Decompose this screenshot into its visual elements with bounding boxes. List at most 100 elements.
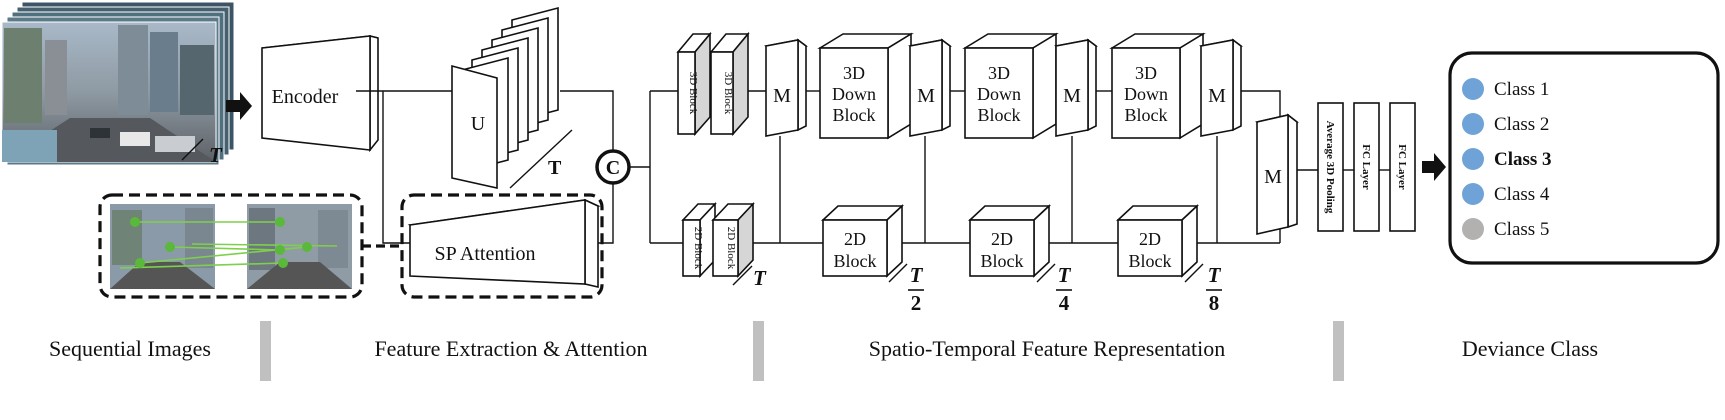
sp-attention-panel bbox=[400, 193, 604, 299]
block-2d-s4-line1: 2D bbox=[991, 229, 1013, 249]
down-1-line2: Down bbox=[832, 84, 876, 104]
block-2d-s8: 2D Block bbox=[1115, 204, 1200, 278]
svg-text:8: 8 bbox=[1209, 291, 1220, 315]
class-label-4: Class 4 bbox=[1494, 184, 1550, 205]
link-u-concat bbox=[560, 90, 614, 150]
class-label-1: Class 1 bbox=[1494, 79, 1549, 100]
section-divider-1 bbox=[260, 321, 271, 381]
link-sp-concat bbox=[598, 184, 614, 244]
m-block-final-label: M bbox=[1264, 166, 1282, 188]
arrow-right-icon-2 bbox=[1422, 153, 1446, 181]
class-panel bbox=[1448, 51, 1720, 265]
m-block-4-label: M bbox=[1208, 85, 1226, 107]
time-slash bbox=[181, 138, 204, 161]
down-3-line1: 3D bbox=[1135, 63, 1157, 83]
down-1-line1: 3D bbox=[843, 63, 865, 83]
block-3d-1: 3D Block bbox=[676, 31, 712, 137]
time-T-2d: T bbox=[753, 266, 767, 290]
fraction-T-8: T 8 bbox=[1206, 263, 1222, 315]
svg-text:T: T bbox=[1058, 263, 1072, 287]
m-block-3: M bbox=[1054, 38, 1098, 137]
m-block-3-label: M bbox=[1063, 85, 1081, 107]
m-block-1: M bbox=[764, 38, 808, 137]
svg-text:T: T bbox=[1208, 263, 1222, 287]
down-2-line2: Down bbox=[977, 84, 1021, 104]
down-1-line3: Block bbox=[833, 105, 876, 125]
slash-s4 bbox=[1036, 263, 1056, 283]
section-sequential-images: Sequential Images bbox=[49, 336, 211, 361]
section-divider-3 bbox=[1333, 321, 1344, 381]
sp-attention-block: SP Attention bbox=[407, 198, 601, 289]
down-3-line2: Down bbox=[1124, 84, 1168, 104]
u-feature-stack: U bbox=[451, 6, 559, 189]
class-dot-3 bbox=[1462, 148, 1484, 170]
time-T-images: T bbox=[209, 143, 223, 167]
link-m4-mfinal bbox=[1241, 90, 1281, 118]
down-3-line3: Block bbox=[1125, 105, 1168, 125]
fraction-T-2: T 2 bbox=[908, 263, 924, 315]
u-time-T: T bbox=[548, 157, 562, 179]
link-encoder-sp bbox=[382, 91, 410, 244]
fc2-label: FC Layer bbox=[1396, 144, 1408, 190]
fc-layer-2: FC Layer bbox=[1389, 102, 1416, 232]
block-3d-2: 3D Block bbox=[709, 31, 750, 137]
sp-attention-label: SP Attention bbox=[435, 243, 536, 265]
block-2d-1: 2D Block bbox=[681, 201, 717, 279]
m-block-2-label: M bbox=[917, 85, 935, 107]
svg-text:4: 4 bbox=[1059, 291, 1070, 315]
encoder-label: Encoder bbox=[272, 86, 339, 108]
m-block-4: M bbox=[1199, 38, 1243, 137]
block-3d-2-label: 3D Block bbox=[722, 72, 734, 115]
class-dot-5 bbox=[1462, 218, 1484, 240]
section-feature-extraction: Feature Extraction & Attention bbox=[374, 336, 647, 361]
block-2d-1-label: 2D Block bbox=[692, 227, 704, 270]
class-list: Class 1 Class 2 Class 3 Class 4 Class 5 bbox=[1462, 78, 1552, 240]
sequential-images-stack bbox=[1, 1, 235, 166]
arrow-right-icon bbox=[226, 92, 252, 120]
slash-s2 bbox=[888, 263, 908, 283]
block-2d-2: 2D Block bbox=[711, 201, 755, 279]
down-block-3: 3D Down Block bbox=[1109, 32, 1206, 140]
block-2d-2-label: 2D Block bbox=[725, 227, 737, 270]
down-block-2: 3D Down Block bbox=[962, 32, 1059, 140]
section-deviance-class: Deviance Class bbox=[1462, 336, 1598, 361]
fraction-T-4: T 4 bbox=[1056, 263, 1072, 315]
encoder-block: Encoder bbox=[261, 34, 379, 153]
block-2d-s2-line2: Block bbox=[834, 251, 877, 271]
block-2d-s8-line1: 2D bbox=[1139, 229, 1161, 249]
slash-s8 bbox=[1184, 263, 1204, 283]
fc-layer-1: FC Layer bbox=[1353, 102, 1380, 232]
m-block-1-label: M bbox=[773, 85, 791, 107]
block-2d-s4-line2: Block bbox=[981, 251, 1024, 271]
fc1-label: FC Layer bbox=[1360, 144, 1372, 190]
svg-text:2: 2 bbox=[911, 291, 922, 315]
pooling-layer: Average 3D Pooling bbox=[1317, 102, 1344, 232]
class-dot-4 bbox=[1462, 183, 1484, 205]
down-block-1: 3D Down Block bbox=[817, 32, 914, 140]
class-dot-1 bbox=[1462, 78, 1484, 100]
class-dot-2 bbox=[1462, 113, 1484, 135]
u-time-slash bbox=[509, 129, 573, 189]
section-spatio-temporal: Spatio-Temporal Feature Representation bbox=[869, 336, 1225, 361]
block-2d-s2: 2D Block bbox=[820, 204, 905, 278]
block-2d-s8-line2: Block bbox=[1129, 251, 1172, 271]
matching-image-left bbox=[110, 204, 215, 289]
class-label-2: Class 2 bbox=[1494, 114, 1549, 135]
block-2d-s2-line1: 2D bbox=[844, 229, 866, 249]
u-label: U bbox=[471, 113, 486, 135]
down-2-line3: Block bbox=[978, 105, 1021, 125]
block-2d-s4: 2D Block bbox=[967, 204, 1052, 278]
concat-label: C bbox=[606, 157, 620, 179]
block-3d-1-label: 3D Block bbox=[687, 72, 699, 115]
svg-text:T: T bbox=[910, 263, 924, 287]
street-image-front bbox=[1, 21, 217, 163]
class-label-5: Class 5 bbox=[1494, 219, 1549, 240]
down-2-line1: 3D bbox=[988, 63, 1010, 83]
keypoint-dots bbox=[130, 217, 312, 268]
section-divider-2 bbox=[753, 321, 764, 381]
m-block-final: M bbox=[1255, 113, 1299, 236]
class-label-3: Class 3 bbox=[1494, 149, 1552, 170]
time-slash-2d bbox=[732, 265, 753, 286]
